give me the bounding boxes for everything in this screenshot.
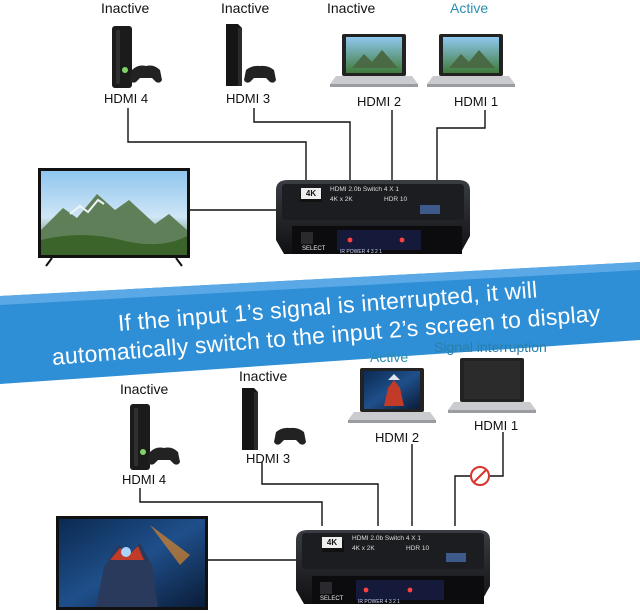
top-status-hdmi1: Active xyxy=(450,0,489,16)
top-status-hdmi2: Inactive xyxy=(327,0,376,16)
cable-hdmi3-bottom xyxy=(261,462,379,526)
tv-icon-bottom xyxy=(56,516,208,610)
cable-hdmi4-bottom xyxy=(139,488,323,526)
switch-box-bottom xyxy=(296,530,490,604)
top-switch-select-label: SELECT xyxy=(302,246,326,252)
laptop-off-icon-bottom-hdmi1 xyxy=(448,358,536,413)
top-switch-4k-badge: 4K xyxy=(301,188,321,199)
console-slim-icon-bottom xyxy=(130,404,180,470)
cable-hdmi4-top xyxy=(127,108,307,182)
console-slim-icon-top xyxy=(112,26,162,88)
top-port-hdmi2: HDMI 2 xyxy=(357,94,402,109)
no-signal-icon xyxy=(470,466,490,486)
bottom-status-hdmi4: Inactive xyxy=(120,381,169,397)
tv-icon-top xyxy=(38,168,190,267)
laptop-icon-top-hdmi1 xyxy=(427,34,515,87)
top-switch-model: HDMI 2.0b Switch 4 X 1 xyxy=(330,186,399,193)
top-port-hdmi4: HDMI 4 xyxy=(104,91,149,106)
bottom-status-hdmi2: Active xyxy=(370,349,409,365)
bottom-switch-hdr: HDR 10 xyxy=(406,545,430,552)
top-status-hdmi4: Inactive xyxy=(101,0,150,16)
bottom-port-hdmi2: HDMI 2 xyxy=(375,430,420,445)
bottom-port-hdmi3: HDMI 3 xyxy=(246,451,291,466)
top-switch-spec: 4K x 2K xyxy=(330,196,353,203)
bottom-status-hdmi3: Inactive xyxy=(239,368,288,384)
bottom-cables xyxy=(139,432,504,561)
top-port-hdmi3: HDMI 3 xyxy=(226,91,271,106)
console-tower-icon-bottom xyxy=(242,388,306,450)
console-tower-icon-top xyxy=(226,24,276,86)
switch-box-top xyxy=(276,180,470,254)
bottom-switch-model: HDMI 2.0b Switch 4 X 1 xyxy=(352,535,421,542)
cable-hdmi3-top xyxy=(253,108,351,182)
top-port-hdmi1: HDMI 1 xyxy=(454,94,499,109)
top-status-hdmi3: Inactive xyxy=(221,0,270,16)
laptop-icon-bottom-hdmi2 xyxy=(348,368,436,423)
bottom-port-hdmi4: HDMI 4 xyxy=(122,472,167,487)
bottom-switch-spec: 4K x 2K xyxy=(352,545,375,552)
cable-hdmi1-top xyxy=(436,110,486,182)
laptop-icon-top-hdmi2 xyxy=(330,34,418,87)
bottom-status-hdmi1: Signal interruption xyxy=(434,339,547,355)
top-cables xyxy=(127,108,486,211)
bottom-switch-select-label: SELECT xyxy=(320,596,344,602)
bottom-switch-ports: IR POWER 4 3 2 1 xyxy=(358,599,400,605)
bottom-switch-4k-badge: 4K xyxy=(322,537,342,548)
banner-highlight xyxy=(0,262,640,305)
top-switch-hdr: HDR 10 xyxy=(384,196,408,203)
bottom-port-hdmi1: HDMI 1 xyxy=(474,418,519,433)
top-switch-ports: IR POWER 4 3 2 1 xyxy=(340,249,382,255)
